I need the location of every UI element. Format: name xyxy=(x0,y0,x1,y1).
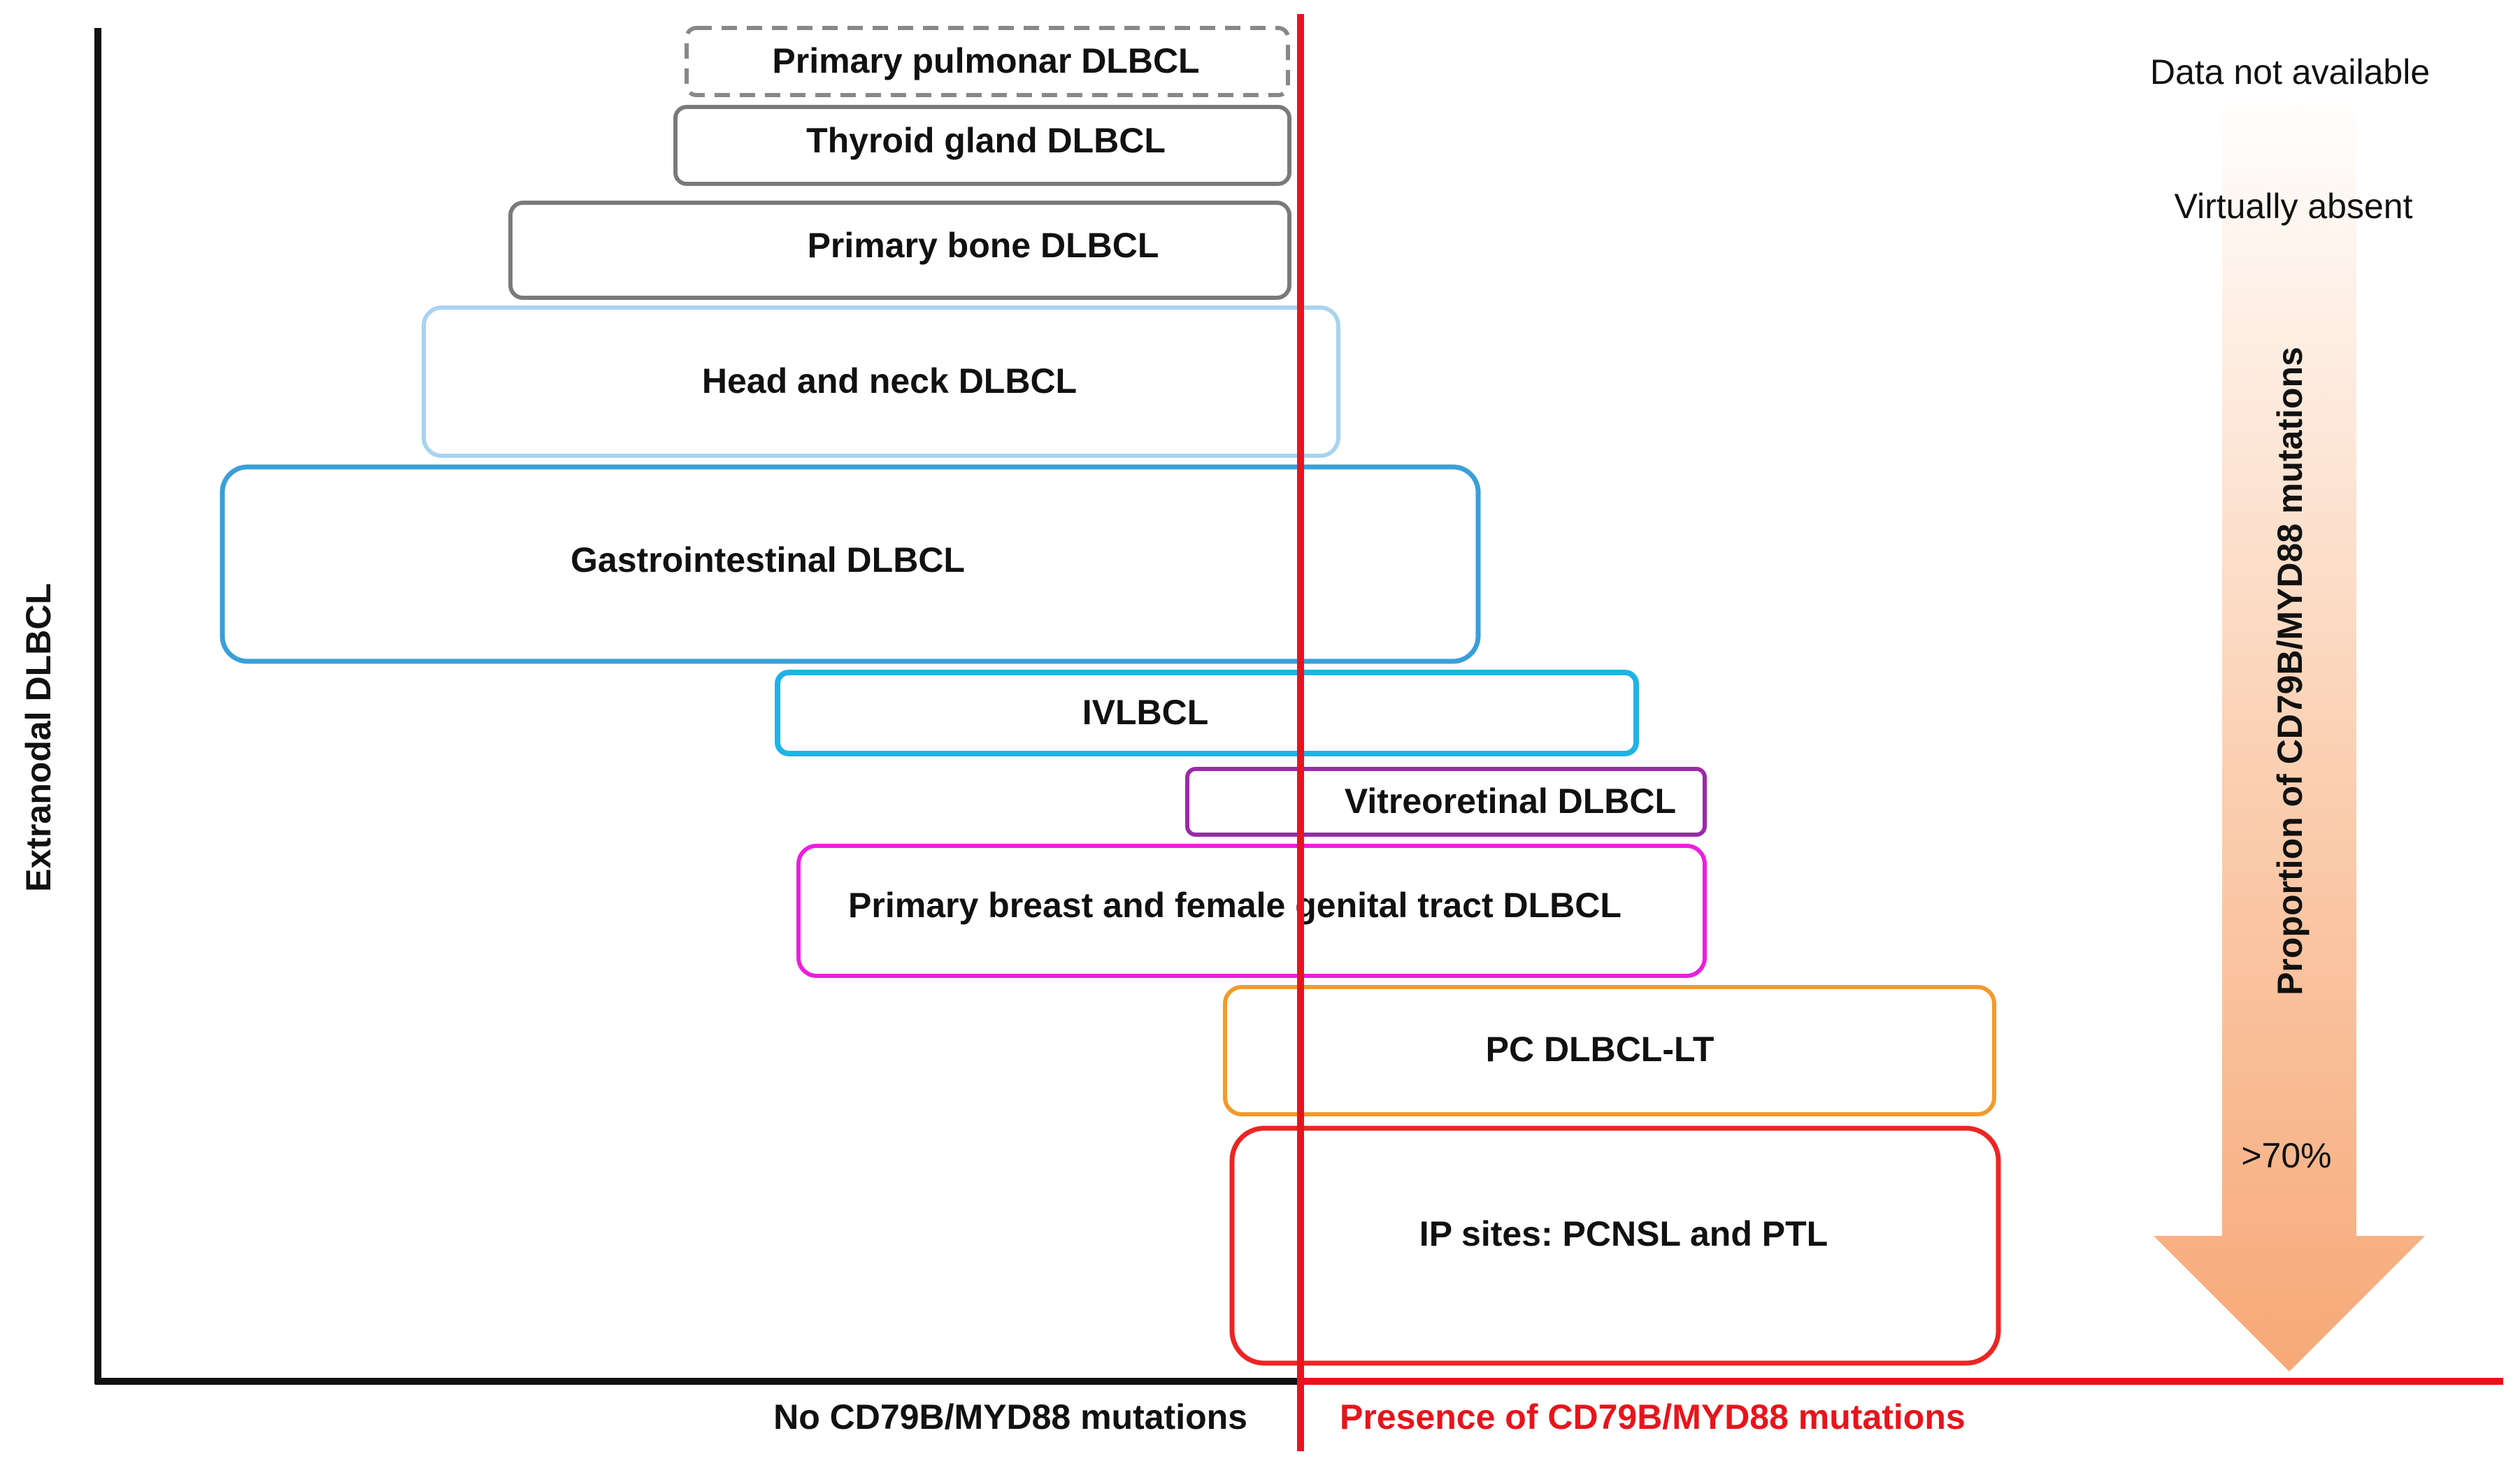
x-axis-left-label: No CD79B/MYD88 mutations xyxy=(773,1397,1247,1437)
scale-top-label: Data not available xyxy=(2150,52,2430,92)
box-label: PC DLBCL-LT xyxy=(1486,1030,1714,1069)
box-pc-dlbcl-lt: PC DLBCL-LT xyxy=(1223,985,1996,1116)
scale-bottom-label: >70% xyxy=(2241,1136,2331,1175)
box-label: Primary bone DLBCL xyxy=(808,226,1159,265)
box-outline xyxy=(1223,985,1996,1116)
box-outline xyxy=(775,670,1639,756)
box-outline xyxy=(673,105,1291,186)
box-outline xyxy=(685,26,1290,97)
box-label: Gastrointestinal DLBCL xyxy=(571,540,965,580)
box-primary-bone: Primary bone DLBCL xyxy=(508,201,1291,300)
scale-middle-label: Virtually absent xyxy=(2175,187,2413,226)
box-outline xyxy=(220,464,1481,664)
box-label: IP sites: PCNSL and PTL xyxy=(1419,1214,1828,1253)
box-thyroid-gland: Thyroid gland DLBCL xyxy=(673,105,1291,186)
box-breast-female-genital: Primary breast and female genital tract … xyxy=(796,844,1707,978)
box-outline xyxy=(1229,1125,2001,1366)
box-outline xyxy=(796,844,1707,978)
box-primary-pulmonar: Primary pulmonar DLBCL xyxy=(685,26,1290,97)
box-label: Vitreoretinal DLBCL xyxy=(1345,782,1676,821)
box-label: Head and neck DLBCL xyxy=(702,361,1077,401)
box-outline xyxy=(422,305,1340,458)
box-head-and-neck: Head and neck DLBCL xyxy=(422,305,1340,458)
box-label: Primary breast and female genital tract … xyxy=(848,886,1621,925)
box-vitreoretinal: Vitreoretinal DLBCL xyxy=(1185,767,1707,837)
proportion-arrow-shape xyxy=(2154,91,2425,1372)
box-label: Thyroid gland DLBCL xyxy=(806,121,1166,160)
box-outline xyxy=(1185,767,1707,837)
proportion-arrow: Proportion of CD79B/MYD88 mutations xyxy=(2154,91,2425,1372)
box-outline xyxy=(508,201,1291,300)
box-label: IVLBCL xyxy=(1082,693,1209,732)
box-ip-sites: IP sites: PCNSL and PTL xyxy=(1229,1125,2001,1366)
arrow-label: Proportion of CD79B/MYD88 mutations xyxy=(2270,347,2310,995)
x-axis-right-label: Presence of CD79B/MYD88 mutations xyxy=(1340,1397,1966,1437)
box-ivlbcl: IVLBCL xyxy=(775,670,1639,756)
box-gastrointestinal: Gastrointestinal DLBCL xyxy=(220,464,1481,664)
y-axis-label: Extranodal DLBCL xyxy=(19,583,58,892)
box-label: Primary pulmonar DLBCL xyxy=(772,41,1199,80)
